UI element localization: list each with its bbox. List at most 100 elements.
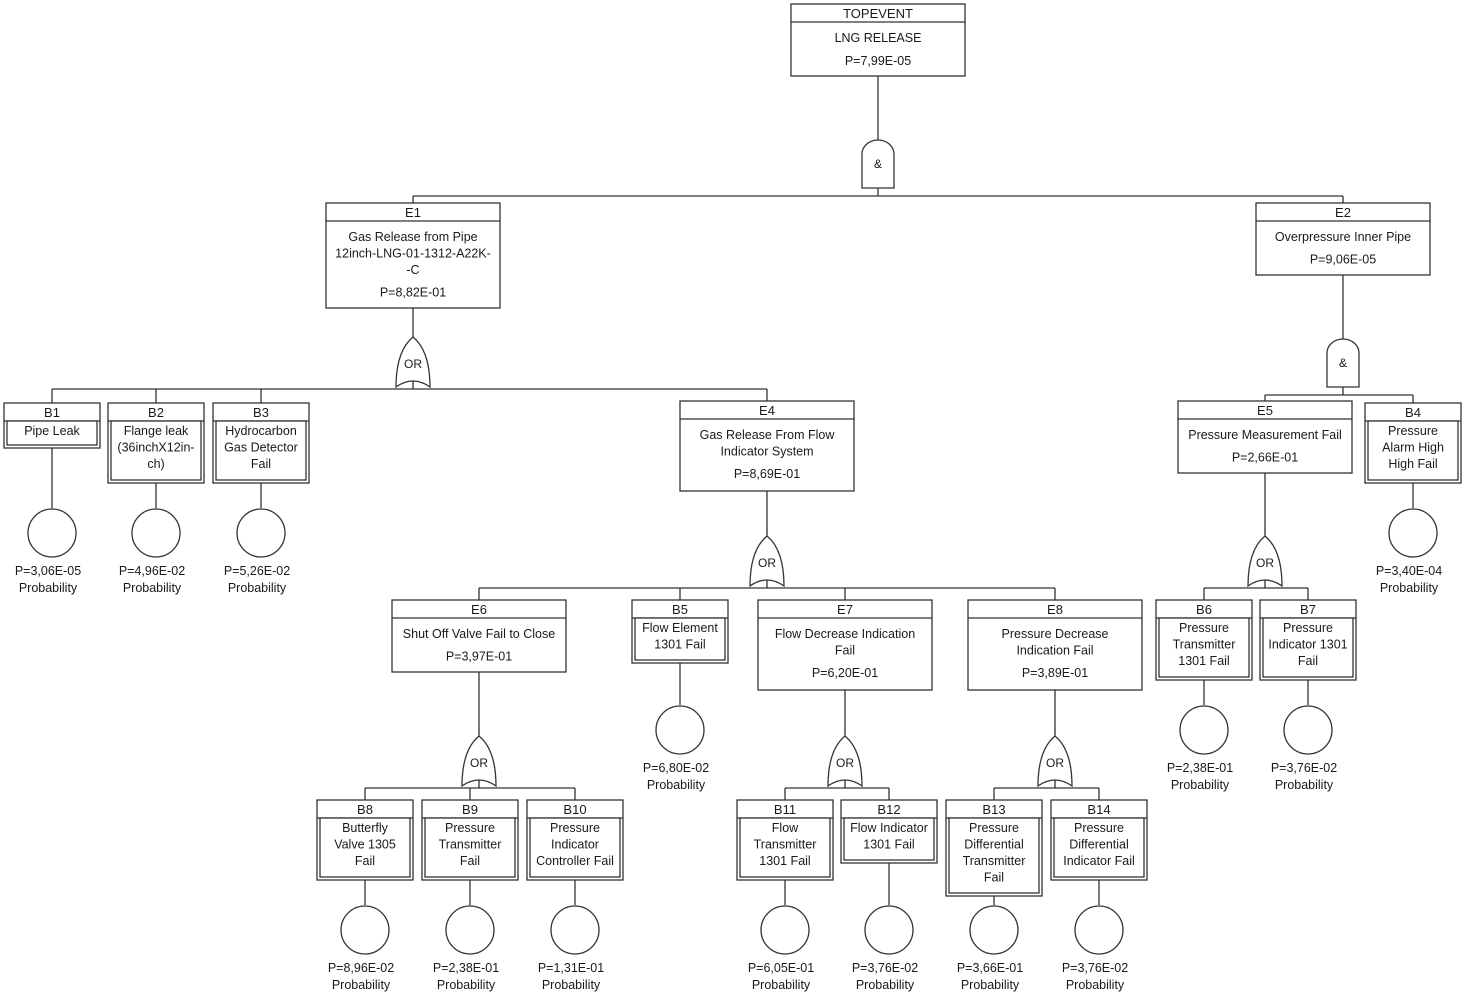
gate-label: OR [836,756,854,770]
event-box [1177,400,1353,474]
gate-symbol [1247,535,1283,588]
basic-event-circle [1179,705,1229,755]
gate-label: OR [470,756,488,770]
event-label-line: Pressure Decrease [1002,627,1109,641]
event-label-line: Alarm High [1382,441,1444,455]
gate-symbol [861,139,895,189]
gate-symbol [749,535,785,588]
basic-event-circle [27,508,77,558]
event-id: B4 [1405,405,1421,420]
event-probability: P=8,69E-01 [734,467,800,481]
event-label-line: Flow [772,821,799,835]
event-id: B14 [1087,802,1110,817]
basic-event-b13: B13PressureDifferentialTransmitterFailP=… [945,799,1043,992]
event-label-line: Differential [1069,838,1129,852]
event-inner-frame [424,817,516,878]
event-label-line: (36inchX12in- [117,441,194,455]
event-label-line: Pipe Leak [24,424,80,438]
or-gate: OR [827,735,863,788]
basic-event-circle [1283,705,1333,755]
basic-event-probability: P=6,05E-01 [748,961,814,975]
or-gate: OR [461,735,497,788]
event-label-line: Differential [964,838,1024,852]
event-label-line: 1301 Fail [863,838,914,852]
basic-event-circle [1388,508,1438,558]
event-id: E1 [405,205,421,220]
event-id: B9 [462,802,478,817]
event-id: B7 [1300,602,1316,617]
event-inner-frame [1262,617,1354,678]
event-label-line: Gas Detector [224,441,298,455]
event-label-line: Fail [1298,654,1318,668]
event-label-line: Flange leak [124,424,189,438]
basic-event-circle [1074,905,1124,955]
probability-caption: Probability [752,978,811,992]
event-label-line: Pressure [550,821,600,835]
basic-event-circle [655,705,705,755]
event-label-line: Controller Fail [536,854,614,868]
event-probability: P=7,99E-05 [845,54,911,68]
event-id: B1 [44,405,60,420]
event-label-line: Indication Fail [1016,644,1093,658]
event-box [967,599,1143,691]
or-gate: OR [395,336,431,389]
event-id: E6 [471,602,487,617]
basic-event-circle [969,905,1019,955]
event-inner-frame [319,817,411,878]
basic-event-probability: P=4,96E-02 [119,564,185,578]
event-label-line: ch) [147,457,164,471]
event-label-line: Pressure [1388,424,1438,438]
event-label-line: High Fail [1388,457,1437,471]
probability-caption: Probability [647,778,706,792]
event-label-line: Overpressure Inner Pipe [1275,230,1411,244]
event-label-line: Gas Release from Pipe [348,230,477,244]
event-label-line: Transmitter [754,838,817,852]
probability-caption: Probability [332,978,391,992]
probability-caption: Probability [856,978,915,992]
probability-caption: Probability [1171,778,1230,792]
event-id: B8 [357,802,373,817]
event-box [790,3,966,77]
event-id: E4 [759,403,775,418]
gate-label: OR [1046,756,1064,770]
event-label-line: Fail [355,854,375,868]
basic-event-probability: P=3,06E-05 [15,564,81,578]
event-label-line: Fail [460,854,480,868]
event-label-line: Fail [984,871,1004,885]
event-box [1255,202,1431,276]
event-inner-frame [739,817,831,878]
basic-event-circle [550,905,600,955]
gate-label: OR [1256,556,1274,570]
basic-event-circle [445,905,495,955]
event-label-line: 1301 Fail [759,854,810,868]
basic-event-circle [131,508,181,558]
event-label-line: 12inch-LNG-01-1312-A22K- [335,247,491,261]
event-inner-frame [1158,617,1250,678]
gate-label: OR [404,357,422,371]
probability-caption: Probability [542,978,601,992]
event-label-line: Fail [835,644,855,658]
event-id: B13 [982,802,1005,817]
event-inner-frame [948,817,1040,894]
event-probability: P=2,66E-01 [1232,451,1298,465]
event-label-line: Pressure Measurement Fail [1188,428,1342,442]
event-id: E5 [1257,403,1273,418]
event-inner-frame [843,817,935,861]
event-id: E2 [1335,205,1351,220]
probability-caption: Probability [1380,581,1439,595]
probability-caption: Probability [437,978,496,992]
gate-symbol [1037,735,1073,788]
probability-caption: Probability [1275,778,1334,792]
